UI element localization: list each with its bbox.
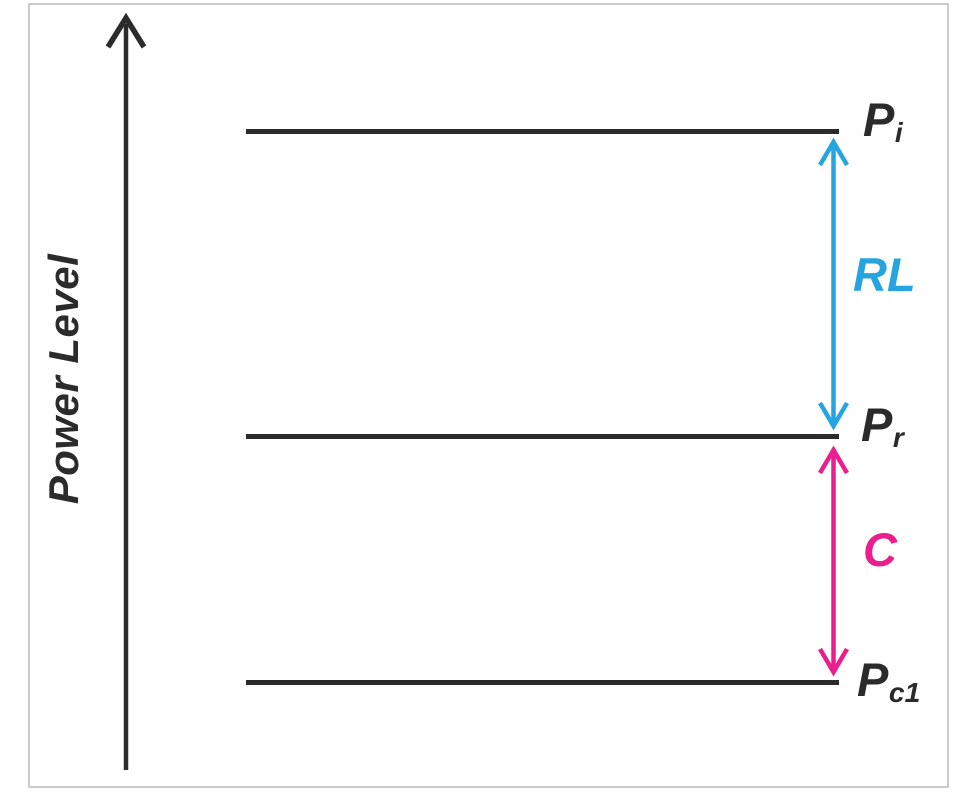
label-coupled-power-symbol: P — [857, 653, 889, 706]
y-axis — [105, 12, 147, 770]
y-axis-arrowhead-icon — [105, 12, 147, 49]
label-coupled-power: Pc1 — [857, 653, 920, 706]
label-reflected-power-subscript: r — [892, 421, 904, 454]
label-coupled-power-subscript: c1 — [888, 676, 921, 709]
return-loss-arrow — [818, 137, 849, 431]
return-loss-arrowhead-up-icon — [818, 137, 849, 167]
coupling-arrowhead-up-icon — [818, 445, 849, 475]
label-incident-power: Pi — [863, 93, 903, 146]
coupling-arrow — [818, 445, 849, 677]
label-reflected-power-symbol: P — [861, 398, 893, 451]
label-incident-power-subscript: i — [894, 116, 903, 149]
coupling-label: C — [863, 523, 897, 576]
return-loss-label: RL — [853, 248, 916, 301]
y-axis-label: Power Level — [40, 253, 87, 505]
return-loss-arrowhead-down-icon — [818, 401, 849, 431]
label-reflected-power: Pr — [861, 398, 904, 451]
coupling-arrowhead-down-icon — [818, 647, 849, 677]
label-incident-power-symbol: P — [863, 93, 895, 146]
